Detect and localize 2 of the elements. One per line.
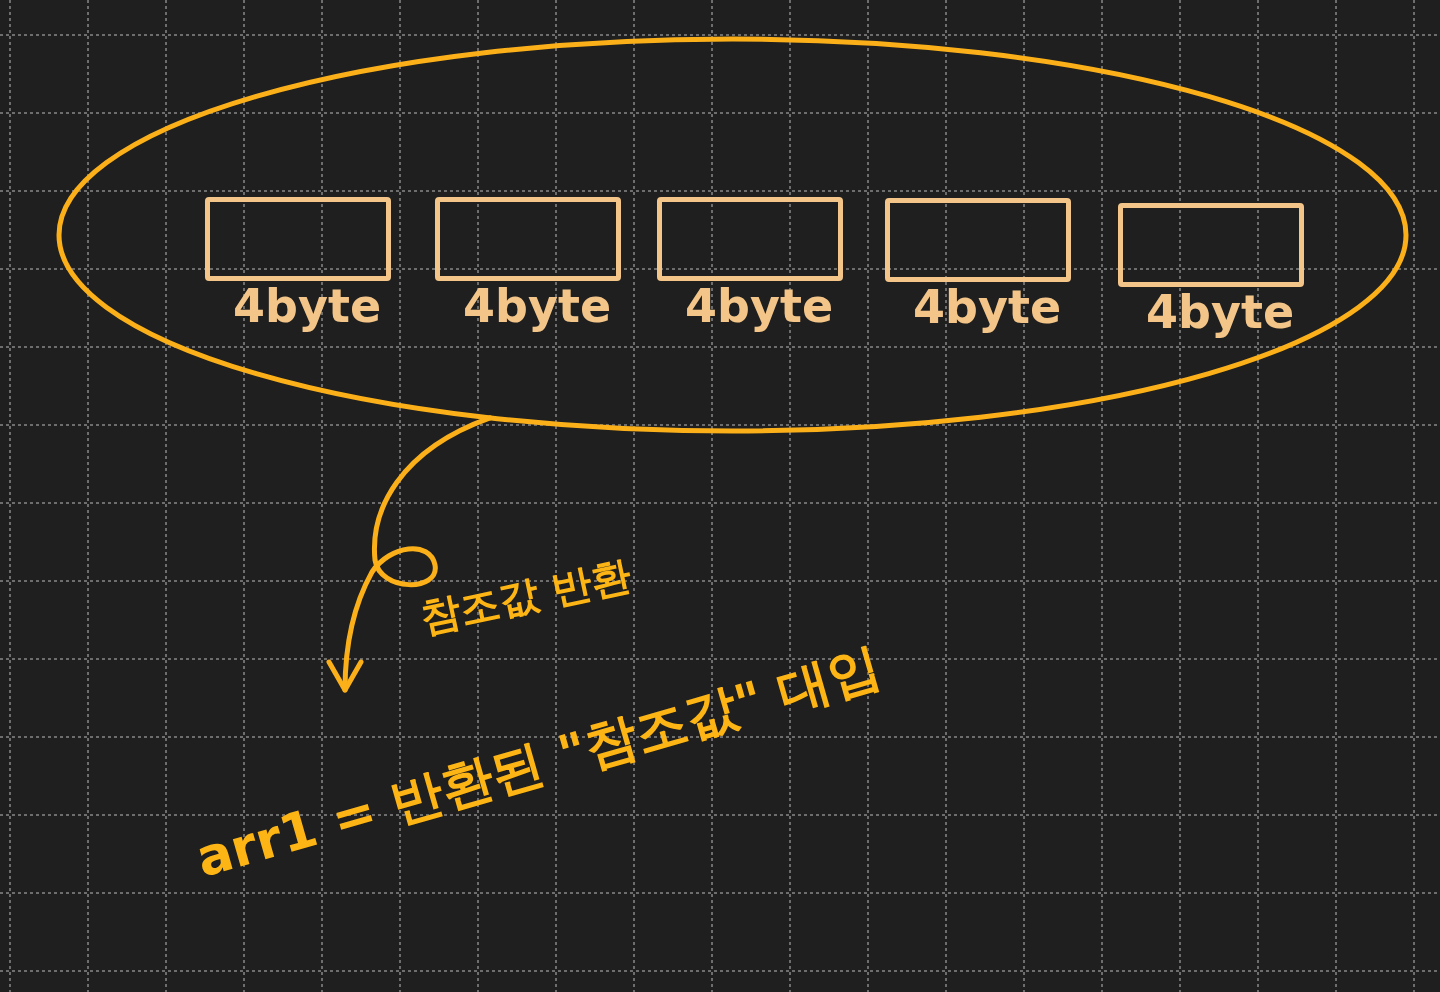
edge-label: 참조값 반환 xyxy=(416,554,635,638)
arrow xyxy=(326,415,493,693)
